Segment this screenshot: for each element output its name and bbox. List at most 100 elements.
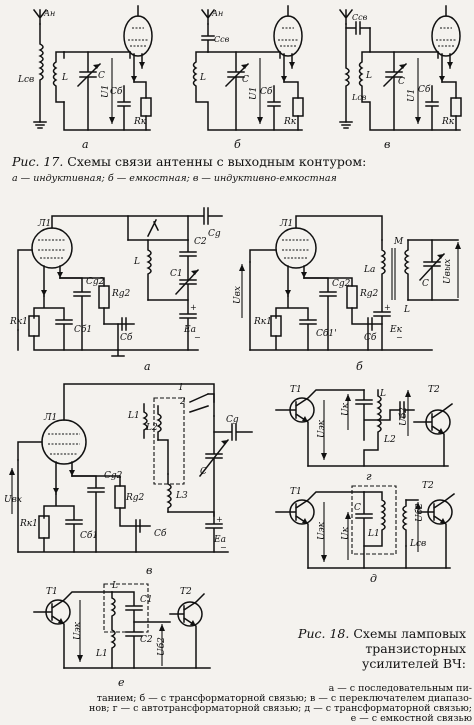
schematic-label-cathode-cap: Cб1	[74, 324, 92, 335]
schematic-label-input: Uвх	[233, 286, 243, 304]
schematic-label-sw1: 1	[178, 383, 184, 393]
schematic-label-minus: −	[194, 333, 201, 342]
fig17-caption-text: Схемы связи антенны с выходным контуром:	[67, 154, 367, 169]
schematic-label-coil: L	[133, 257, 140, 267]
schematic-label-coil: L	[365, 71, 372, 81]
fig17-subcaption: а — индуктивная; б — емкостная; в — инду…	[12, 173, 337, 184]
schematic-label-coil-a: Lа	[363, 265, 375, 275]
schematic-label-l1: L1	[127, 411, 140, 421]
schematic-label-minus: −	[396, 333, 403, 342]
schematic-label-cap: C	[422, 279, 429, 289]
schematic-label-c: C	[354, 503, 361, 513]
schematic-label-voltage: U1	[249, 87, 259, 100]
ground-icon	[34, 122, 46, 128]
fig18-schematic-e: Т1 Uэк Uк C L1 Lсв Uб2 Т2 д	[268, 481, 468, 585]
schematic-label-t2: Т2	[180, 587, 192, 597]
schematic-label-l1: L1	[95, 649, 108, 659]
schematic-label-l3: L3	[175, 491, 188, 501]
schematic-label-cathode-cap: Cб1'	[316, 328, 337, 339]
schematic-label-sw2: 2	[179, 397, 186, 407]
fig18-schematic-b: Л1 Uвх Rк1 Cб1' Cg2 Rg2 Cб Lа + Eк − М L…	[233, 200, 461, 373]
schematic-label-letter: в	[384, 138, 390, 151]
ground-icon	[112, 350, 124, 356]
tank-coil	[54, 52, 65, 102]
schematic-label-block-cap: Cб	[364, 332, 377, 343]
schematic-label-l2: L2	[145, 423, 158, 433]
schematic-label-u-b: Uб2	[156, 637, 167, 656]
schematic-label-letter: а	[144, 360, 151, 373]
fig17-schematic-c: Cсв Lсв L C U1 Cб Rк в	[322, 6, 468, 151]
fig17-schematic-b: Ан Cсв L C U1 Cб Rк б	[168, 6, 310, 151]
schematic-label-grid-res: Rg2	[359, 289, 379, 299]
schematic-label-cap: C	[98, 71, 105, 81]
antenna-icon	[340, 10, 352, 24]
schematic-label-coil: L	[61, 73, 68, 83]
schematic-label-grid-res: Rg2	[111, 289, 131, 299]
schematic-label-block-cap: Cб	[154, 528, 167, 539]
schematic-label-u-b: Uб2	[398, 407, 409, 426]
schematic-label-voltage: U1	[407, 89, 417, 102]
schematic-label-t2: Т2	[422, 481, 434, 491]
schematic-label-cap: C	[398, 77, 405, 87]
schematic-label-letter: г	[366, 470, 372, 483]
schematic-label-t2: Т2	[428, 385, 440, 395]
schematic-label-cathode-res: Rк1	[253, 317, 272, 327]
schematic-label-c2: C2	[140, 635, 153, 645]
schematic-label-coupling-cap: Cсв	[352, 13, 368, 22]
fig18-desc-line: нов; г — с автотрансформаторной связью; …	[89, 703, 472, 714]
schematic-label-antenna: Ан	[211, 9, 223, 18]
schematic-label-grid-cap: Cg2	[86, 277, 105, 287]
schematic-label-tube: Л1	[37, 219, 51, 229]
tube-icon	[32, 228, 72, 268]
antenna-coil	[40, 24, 43, 122]
schematic-label-letter: б	[234, 138, 241, 151]
schematic-label-plus: +	[216, 515, 223, 524]
schematic-label-u-k: Uк	[341, 526, 351, 540]
fig18-schematic-d: Т1 Uэк Uк L L2 Uб2 Т2 г	[268, 385, 468, 483]
schematic-label-letter: а	[82, 138, 89, 151]
schematic-label-u-k: Uк	[341, 402, 351, 416]
fig17-caption: Рис. 17. Схемы связи антенны с выходным …	[12, 154, 468, 170]
schematic-label-u-e: Uэк	[73, 621, 83, 640]
schematic-label-cathode-res: Rк	[133, 117, 147, 127]
schematic-label-coil-ant: Lсв	[351, 93, 367, 102]
fig18-desc-line: е — с емкостной связью	[350, 713, 472, 724]
tank-coil	[360, 28, 461, 130]
antenna-icon	[34, 10, 46, 24]
fig18-description: а — с последовательным пи- танием; б — с…	[6, 684, 472, 724]
antenna-icon	[202, 10, 214, 24]
schematic-label-coil-ant: Lсв	[17, 75, 34, 85]
schematic-label-u-e: Uэк	[317, 521, 327, 540]
schematic-label-letter: д	[370, 572, 377, 585]
schematic-label-c1: C1	[140, 595, 153, 605]
schematic-label-plus: +	[384, 303, 391, 312]
schematic-label-letter: е	[118, 676, 125, 689]
schematic-label-t1: Т1	[290, 385, 302, 395]
schematic-label-plus: +	[190, 303, 197, 312]
schematic-label-c2: C2	[194, 237, 207, 247]
schematic-label-tube: Л1	[43, 413, 57, 423]
fig18-desc-line: а — с последовательным пи-	[328, 683, 472, 694]
schematic-label-cg: Cg	[226, 415, 239, 425]
schematic-label-cap: C	[200, 467, 207, 477]
schematic-label-input: Uвх	[4, 495, 22, 505]
schematic-label-coil: L	[403, 305, 410, 315]
tank-coil	[194, 52, 303, 130]
tube-icon	[276, 228, 316, 268]
fig18-caption: Рис. 18. Схемы ламповых транзисторных ус…	[296, 626, 466, 671]
schematic-label-supply: Eк	[389, 325, 403, 335]
schematic-label-l1: L1	[367, 529, 380, 539]
schematic-label-coil: L	[199, 73, 206, 83]
schematic-label-coil: L	[379, 389, 386, 399]
fig17-caption-prefix: Рис. 17.	[12, 154, 64, 169]
schematic-label-cathode-cap: Cб	[260, 86, 273, 97]
schematic-label-cg: Cg	[208, 229, 221, 239]
schematic-label-cathode-res: Rк	[283, 117, 297, 127]
fig17-schematic-a: Ан Lсв L C U1 Cб Rк а	[17, 6, 156, 151]
schematic-label-coupling: М	[393, 237, 404, 247]
fig18-caption-prefix: Рис. 18.	[298, 626, 350, 641]
schematic-label-grid-cap: Cg2	[332, 279, 351, 289]
tube-icon	[432, 16, 460, 56]
schematic-label-l2: L2	[383, 435, 396, 445]
schematic-label-voltage: U1	[101, 85, 111, 98]
